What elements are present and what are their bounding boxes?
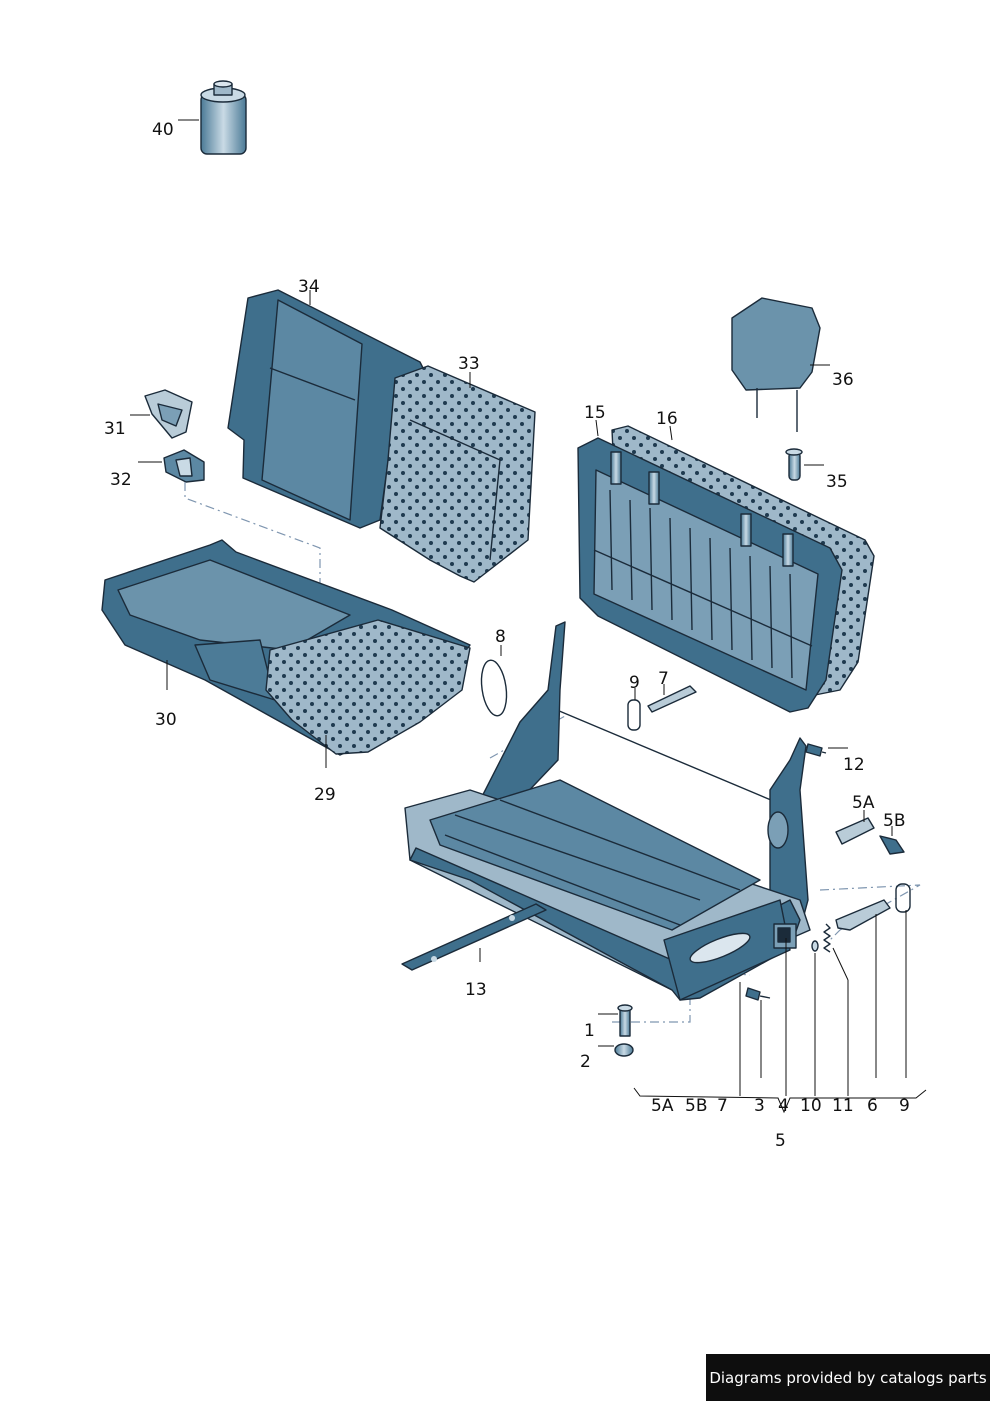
part-3-bolt (745, 987, 771, 1001)
part-15-backrest-frame (577, 437, 843, 713)
callout-7-upper: 7 (658, 669, 669, 689)
callout-32: 32 (110, 470, 132, 490)
part-5A-bracket (835, 817, 875, 845)
part-8-ring (480, 659, 508, 717)
callout-12: 12 (843, 755, 865, 775)
bottom-callout-6: 6 (867, 1096, 878, 1116)
seat-frame (404, 621, 811, 1001)
callout-5A-upper: 5A (852, 793, 875, 813)
callout-40: 40 (152, 120, 174, 140)
part-13-strip (401, 903, 547, 971)
callout-8: 8 (495, 627, 506, 647)
part-2-nut (614, 1043, 634, 1057)
bottom-callout-11: 11 (832, 1096, 854, 1116)
callout-5B-upper: 5B (883, 811, 905, 831)
part-35-guide-sleeve (785, 448, 803, 481)
callout-1: 1 (584, 1021, 595, 1041)
bottom-callout-5A: 5A (651, 1096, 674, 1116)
part-10-washer (811, 940, 819, 952)
callout-9-upper: 9 (629, 673, 640, 693)
guide-line-clip (184, 482, 321, 605)
callout-30: 30 (155, 710, 177, 730)
part-12-screw (805, 743, 827, 757)
bottom-callout-7: 7 (717, 1096, 728, 1116)
part-29-seat-padding (265, 619, 471, 755)
group-callout-5: 5 (775, 1131, 786, 1151)
part-32-clip (163, 449, 205, 483)
bottom-callout-9: 9 (899, 1096, 910, 1116)
bottom-callout-5B: 5B (685, 1096, 707, 1116)
callout-31: 31 (104, 419, 126, 439)
callout-36: 36 (832, 370, 854, 390)
bottom-group-leaders (633, 910, 927, 1114)
part-31-clip (144, 389, 193, 439)
callout-35: 35 (826, 472, 848, 492)
part-9-loop-lower (895, 883, 911, 913)
part-34-backrest (227, 289, 426, 529)
leader-15 (595, 419, 599, 437)
part-7-lever-upper (647, 685, 697, 713)
part-33-backrest-padding (379, 365, 536, 583)
callout-34: 34 (298, 277, 320, 297)
part-11-spring (823, 923, 831, 953)
bottom-callout-10: 10 (800, 1096, 822, 1116)
part-1-bolt (617, 1004, 633, 1037)
callout-33: 33 (458, 354, 480, 374)
watermark-banner: Diagrams provided by catalogs parts (706, 1354, 990, 1401)
part-5B-clip (879, 835, 905, 855)
callout-15: 15 (584, 403, 606, 423)
callout-13: 13 (465, 980, 487, 1000)
callout-16: 16 (656, 409, 678, 429)
part-6-lever (835, 899, 891, 931)
part-40-can (200, 80, 247, 155)
part-9-loop-upper (627, 699, 641, 731)
bottom-callout-4: 4 (778, 1096, 789, 1116)
part-4-bushing (777, 927, 791, 943)
callout-2: 2 (580, 1052, 591, 1072)
bottom-callout-3: 3 (754, 1096, 765, 1116)
leader-16 (669, 425, 673, 441)
callout-29: 29 (314, 785, 336, 805)
part-36-headrest (731, 297, 821, 432)
